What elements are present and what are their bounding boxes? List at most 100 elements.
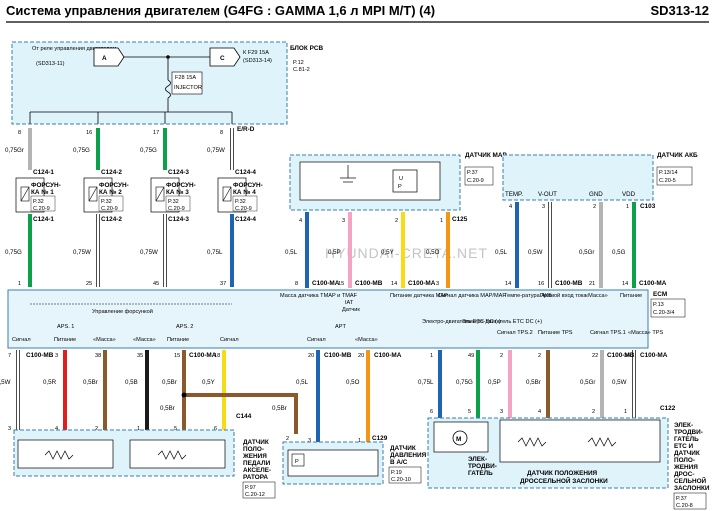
throttle-side5: ДАТЧИК: [674, 450, 700, 457]
injector-name1: ФОРСУН-: [166, 182, 196, 189]
injector-wire-out-label: 0,75W: [73, 249, 91, 256]
throttle-sensor-pin: 6: [430, 409, 433, 415]
injector-pcb-pin: 17: [153, 130, 159, 136]
ecm-batt-power: Питание: [620, 293, 642, 299]
pcb-fuse-out: К F29 15A: [243, 50, 269, 56]
batt-wire-label: 0,5W: [528, 249, 543, 256]
injector-coil-slash: [88, 186, 98, 202]
injector-pcb-pin: 8: [18, 130, 21, 136]
aps-wire-label: 0,5Br: [83, 379, 98, 386]
aps-sensor-pin: 2: [95, 426, 98, 432]
injector-ref2: C.20-9: [168, 206, 185, 212]
throttle-side7: ЖЕНИЯ: [673, 464, 698, 471]
aps-conn-ma: C100-MA: [189, 352, 217, 359]
pcb-ref2: C.81-2: [293, 67, 310, 73]
ac-wire-label: 0,5O: [346, 379, 360, 386]
motor-title3: ГАТЕЛЬ: [468, 470, 493, 477]
injector-ref1: P.32: [101, 199, 112, 205]
injector-name1: ФОРСУН-: [99, 182, 129, 189]
throttle-ecm-pin: 49: [468, 353, 474, 359]
aps-ecm-pin: 35: [137, 353, 143, 359]
pcb-title: БЛОК PCB: [290, 45, 323, 52]
throttle-wire-label: 0,5Gr: [580, 379, 595, 386]
throttle-side3: ГАТЕЛЬ: [674, 436, 699, 443]
batt-pin: 1: [626, 204, 629, 210]
motor-title2: ТРОДВИ-: [468, 463, 497, 470]
aps-sensor-pin: 3: [8, 426, 11, 432]
injector-ecm-pin: 25: [86, 281, 92, 287]
ecm-tps2: Сигнал TPS.2: [497, 330, 533, 336]
throttle-sensor-pin: 4: [538, 409, 541, 415]
injector-wire-in-label: 0,75G: [140, 147, 157, 154]
aps-ecm-pin: 18: [214, 353, 220, 359]
injector-wire-out-label: 0,75L: [207, 249, 223, 256]
aps-ecm-pin: 38: [95, 353, 101, 359]
ecm-apt-ground: «Масса»: [355, 337, 378, 343]
batt-pin: 2: [593, 204, 596, 210]
injector-wire-out-label: 0,75G: [5, 249, 22, 256]
ac-ecm-pin: 20: [308, 353, 314, 359]
pcb-fuse-in: F28 15A: [175, 75, 196, 81]
page-code: SD313-12: [650, 3, 709, 18]
injector-pcb-pin: 8: [220, 130, 223, 136]
injector-ref1: P.32: [168, 199, 179, 205]
batt-title: ДАТЧИК АКБ: [657, 152, 698, 159]
motor-title1: ЭЛЕК-: [468, 456, 487, 463]
throttle-sensor-pin: 5: [468, 409, 471, 415]
ecm-aps1-power: Питание: [54, 337, 76, 343]
injector-ref1: P.32: [33, 199, 44, 205]
apt-ground-splice: [184, 393, 298, 434]
aps-ecm-pin: 7: [8, 353, 11, 359]
map-pin: 2: [395, 218, 398, 224]
aps-conn: C144: [236, 413, 252, 420]
pcb-pin-c: C: [220, 55, 225, 62]
ac-sensor: P C129 ДАТЧИК ДАВЛЕНИЯ В A/C P.19 C.20-1…: [282, 435, 427, 485]
throttle-sensor-pin: 2: [592, 409, 595, 415]
injector-name2: КА № 2: [99, 189, 122, 196]
map-ecm-conn: C100-MA: [408, 280, 436, 287]
ac-ecm-pin: 20: [358, 353, 364, 359]
ac-conn-mb: C100-MB: [324, 352, 352, 359]
injector-ecm-pin: 45: [153, 281, 159, 287]
injector-conn-bottom: C124-3: [168, 216, 189, 223]
map-ecm-pin: 3: [436, 281, 439, 287]
throttle-ecm-pin: 22: [592, 353, 598, 359]
ac-conn: C129: [372, 435, 388, 442]
aps-sensor-pin: 4: [55, 426, 58, 432]
throttle-body: M ЭЛЕК- ТРОДВИ- ГАТЕЛЬ ДАТЧИК ПОЛОЖЕНИЯ …: [427, 405, 710, 510]
ecm-tps-power: Питание TPS: [538, 330, 573, 336]
aps-title1: ДАТЧИК: [243, 439, 269, 446]
batt-ref2: C.20-5: [659, 178, 676, 184]
batt-ecm-pin: 14: [505, 281, 511, 287]
battery-sensor: ДАТЧИК АКБ P.13/14 C.20-5 C103: [502, 152, 698, 210]
tps-title2: ДРОССЕЛЬНОЙ ЗАСЛОНКИ: [520, 476, 608, 485]
ecm-label: ECM: [653, 291, 667, 298]
throttle-ref2: C.20-8: [676, 503, 693, 509]
ecm-signal-map: Сигнал датчика MAP/MAF: [438, 293, 506, 299]
injector-conn-bottom: C124-1: [33, 216, 54, 223]
aps-sensor-pin: 6: [214, 426, 217, 432]
ecm-aps2-signal: Сигнал: [220, 337, 239, 343]
ac-ref1: P.19: [391, 470, 402, 476]
batt-ecm-pin: 21: [589, 281, 595, 287]
ecm-etc-minus: Электро-двигатель ETC DC (-): [422, 319, 501, 325]
map-sensor: U P ДАТЧИК MAP P.37 C.20-9 C125: [289, 152, 507, 223]
map-ref2: C.20-9: [467, 178, 484, 184]
batt-ecm-conn: C100-MA: [639, 280, 667, 287]
batt-wire-label: 0,5G: [612, 249, 626, 256]
throttle-conn-mb: C100-MB: [607, 352, 635, 359]
pcb-node: E/R-D: [237, 126, 255, 133]
throttle-sensor-pin: 3: [500, 409, 503, 415]
aps-splice-node: [181, 392, 187, 398]
injector-coil-slash: [222, 186, 232, 202]
ecm-aps1-signal: Сигнал: [12, 337, 31, 343]
map-ref1: P.37: [467, 170, 478, 176]
ac-conn-ma: C100-MA: [374, 352, 402, 359]
injector-name2: КА № 3: [166, 189, 189, 196]
aps-ref2: C.20-12: [245, 492, 265, 498]
aps-ecm-pin: 15: [174, 353, 180, 359]
aps-title3: ЖЕНИЯ: [242, 453, 267, 460]
throttle-side1: ЭЛЕК-: [674, 422, 693, 429]
